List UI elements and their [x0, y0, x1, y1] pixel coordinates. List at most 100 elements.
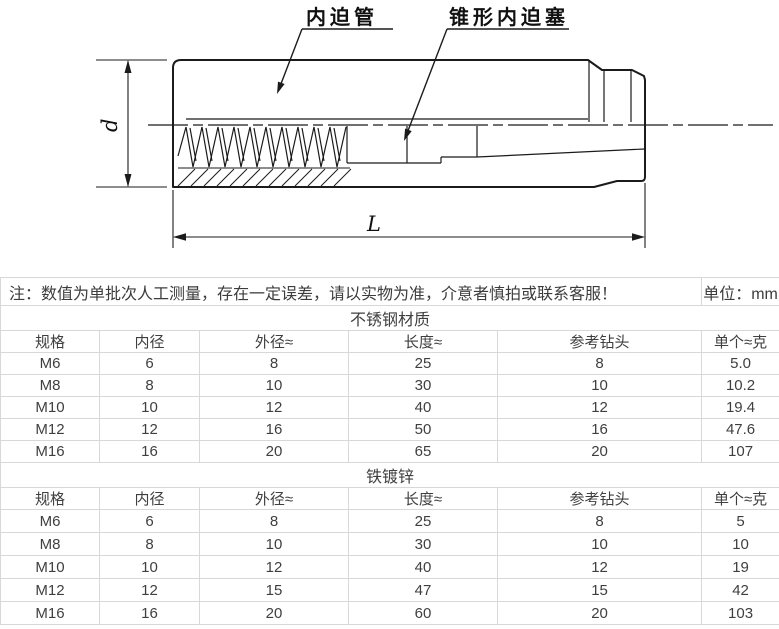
table-cell: 16	[199, 418, 349, 441]
table-cell: 10	[99, 396, 200, 419]
table-cell: 8	[496, 509, 703, 533]
table-cell: 10	[496, 532, 703, 556]
table-cell: 12	[199, 555, 349, 579]
table-cell: 50	[348, 418, 498, 441]
dim-L-label: L	[366, 212, 381, 236]
dimension-L: L	[172, 183, 646, 248]
table-cell: 12	[199, 396, 349, 419]
table-cell: 30	[348, 374, 498, 397]
callout-plug: 锥形内迫塞	[404, 5, 569, 141]
table-cell: 5.0	[701, 352, 779, 375]
table-cell: 25	[348, 509, 498, 533]
table-cell: 8	[99, 374, 200, 397]
spec-table: 注：数值为单批次人工测量，存在一定误差，请以实物为准，介意者慎拍或联系客服！ 单…	[0, 277, 779, 625]
table-cell: 10	[199, 532, 349, 556]
note-row: 注：数值为单批次人工测量，存在一定误差，请以实物为准，介意者慎拍或联系客服！ 单…	[0, 277, 779, 306]
table-cell: 65	[348, 440, 498, 463]
callout-plug-label: 锥形内迫塞	[449, 5, 569, 29]
table-cell: 42	[701, 578, 779, 602]
arrowhead	[124, 60, 132, 73]
column-header: 长度≈	[348, 330, 498, 353]
table-cell: 8	[199, 509, 349, 533]
table-cell: M8	[0, 374, 100, 397]
table-cell: 20	[199, 440, 349, 463]
table-cell: 20	[496, 601, 703, 625]
table-cell: 16	[496, 418, 703, 441]
table-cell: 47.6	[701, 418, 779, 441]
column-header: 规格	[0, 487, 100, 510]
table-cell: 19.4	[701, 396, 779, 419]
table-cell: M16	[0, 440, 100, 463]
table-cell: 40	[348, 555, 498, 579]
table-cell: 12	[496, 396, 703, 419]
table-row: M10 10 12 40 12 19.4	[0, 396, 779, 419]
table-cell: 16	[99, 440, 200, 463]
table-row: M12 12 16 50 16 47.6	[0, 418, 779, 441]
callout-tube-label: 内迫管	[306, 5, 378, 29]
table-cell: 8	[99, 532, 200, 556]
leader-arrowhead	[277, 81, 285, 94]
column-header: 单个≈克	[701, 487, 779, 510]
table-cell: 25	[348, 352, 498, 375]
table-cell: 20	[199, 601, 349, 625]
column-header: 内径	[99, 330, 200, 353]
table-cell: 107	[701, 440, 779, 463]
section-title-galvanized: 铁镀锌	[0, 462, 779, 488]
table-cell: 10	[496, 374, 703, 397]
table-cell: 15	[199, 578, 349, 602]
thread-flank-lines	[189, 127, 341, 162]
anchor-body-outline	[172, 59, 646, 188]
measurement-note: 注：数值为单批次人工测量，存在一定误差，请以实物为准，介意者慎拍或联系客服！	[0, 277, 703, 306]
table-cell: M16	[0, 601, 100, 625]
callout-tube: 内迫管	[277, 5, 393, 94]
table-cell: M6	[0, 352, 100, 375]
table-cell: 16	[99, 601, 200, 625]
table-row: M6 6 8 25 8 5.0	[0, 352, 779, 375]
table-cell: 10	[701, 532, 779, 556]
table-cell: M6	[0, 509, 100, 533]
dim-d-label: d	[98, 119, 122, 132]
column-header: 参考钻头	[496, 330, 703, 353]
section-hatching	[177, 168, 352, 187]
table-row: M10 10 12 40 12 19	[0, 555, 779, 579]
table-cell: 60	[348, 601, 498, 625]
column-header: 长度≈	[348, 487, 498, 510]
table-cell: 10	[99, 555, 200, 579]
cone-plug-detail	[346, 126, 645, 164]
table-cell: 40	[348, 396, 498, 419]
table-cell: 8	[199, 352, 349, 375]
column-header: 外径≈	[199, 487, 349, 510]
column-header: 规格	[0, 330, 100, 353]
anchor-technical-drawing: d L 内迫管 锥形内迫塞	[96, 5, 773, 248]
internal-thread-profile	[185, 126, 347, 168]
arrowhead	[173, 233, 186, 241]
table-row: M16 16 20 65 20 107	[0, 440, 779, 463]
table-row: M16 16 20 60 20 103	[0, 601, 779, 625]
arrowhead	[632, 233, 645, 241]
section-title-row: 不锈钢材质	[0, 305, 779, 331]
table-cell: M10	[0, 396, 100, 419]
table-cell: 20	[496, 440, 703, 463]
table-cell: M12	[0, 418, 100, 441]
table-cell: 10	[199, 374, 349, 397]
unit-label: 单位：mm	[701, 277, 779, 306]
header-row: 规格 内径 外径≈ 长度≈ 参考钻头 单个≈克	[0, 487, 779, 510]
dimension-d: d	[96, 59, 167, 188]
table-cell: 15	[496, 578, 703, 602]
table-cell: 8	[496, 352, 703, 375]
column-header: 外径≈	[199, 330, 349, 353]
column-header: 单个≈克	[701, 330, 779, 353]
table-cell: 5	[701, 509, 779, 533]
table-cell: 30	[348, 532, 498, 556]
table-cell: 10.2	[701, 374, 779, 397]
table-cell: 12	[496, 555, 703, 579]
table-cell: M8	[0, 532, 100, 556]
table-row: M8 8 10 30 10 10	[0, 532, 779, 556]
section-title-row: 铁镀锌	[0, 462, 779, 488]
table-cell: 12	[99, 418, 200, 441]
table-cell: 12	[99, 578, 200, 602]
table-cell: M10	[0, 555, 100, 579]
thread-entry-chamfer	[177, 126, 187, 157]
table-cell: 19	[701, 555, 779, 579]
